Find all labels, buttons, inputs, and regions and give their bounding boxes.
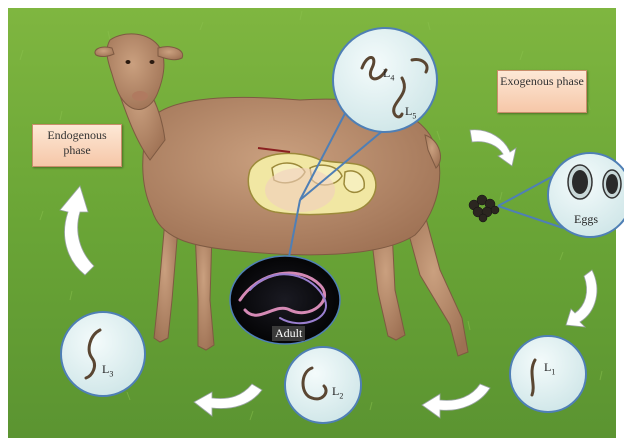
l2-label: L2 bbox=[332, 384, 343, 400]
l3-label: L3 bbox=[102, 362, 113, 378]
exogenous-phase-box: Exogenous phase bbox=[497, 70, 587, 113]
l4-label: L4 bbox=[383, 66, 394, 82]
l3-circle bbox=[61, 312, 145, 396]
l1-label: L1 bbox=[544, 360, 555, 376]
endogenous-phase-label: Endogenous phase bbox=[47, 128, 106, 157]
endogenous-phase-box: Endogenous phase bbox=[32, 124, 122, 167]
sheep-ear-left bbox=[95, 47, 114, 56]
exogenous-phase-label: Exogenous phase bbox=[500, 74, 584, 88]
eggs-label: Eggs bbox=[574, 212, 598, 227]
l5-label: L5 bbox=[405, 104, 416, 120]
adult-label: Adult bbox=[272, 326, 305, 341]
abomasum-highlight bbox=[265, 168, 335, 212]
